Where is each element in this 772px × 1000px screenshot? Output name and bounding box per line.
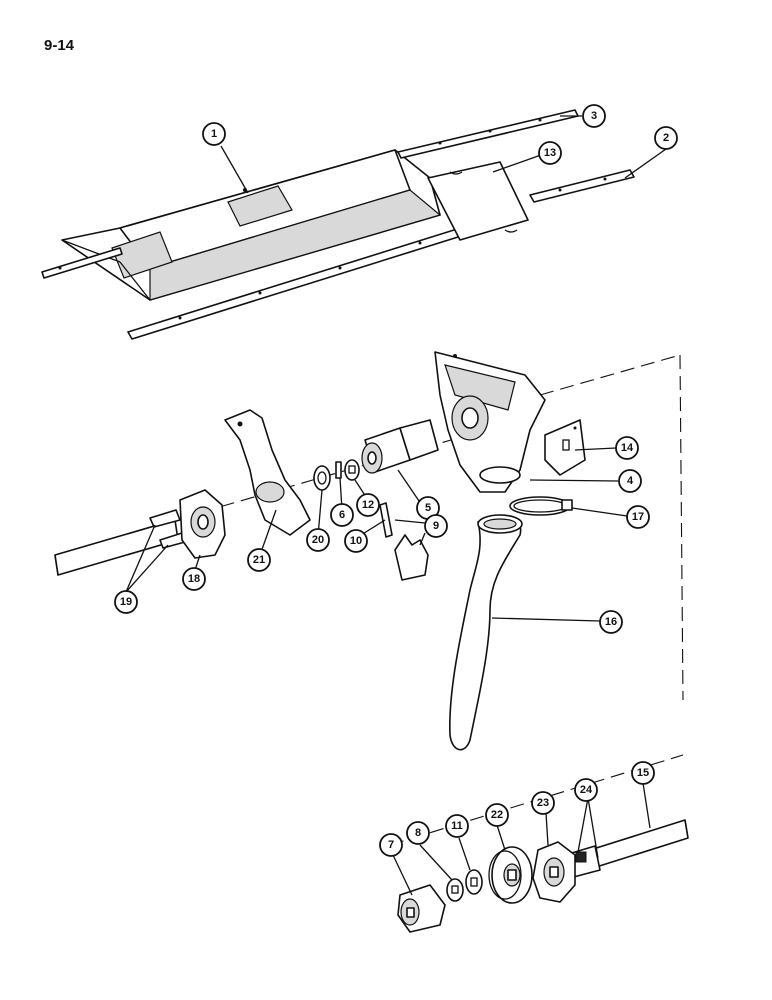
callout-4: 4 xyxy=(618,469,642,493)
callout-7: 7 xyxy=(379,833,403,857)
strip-part-2 xyxy=(529,169,635,203)
hose-clamp-part-17 xyxy=(509,496,573,516)
shaft-left xyxy=(54,519,179,576)
callout-16: 16 xyxy=(599,610,623,634)
callout-8: 8 xyxy=(406,821,430,845)
washer-part-11 xyxy=(465,869,483,895)
svg-text:23: 23 xyxy=(537,797,549,809)
cover-assembly-part-1 xyxy=(61,149,442,301)
pulley-part-22 xyxy=(488,846,533,904)
page-number: 9-14 xyxy=(44,37,75,54)
svg-text:16: 16 xyxy=(605,616,617,628)
callout-13: 13 xyxy=(538,141,562,165)
hub-part-5 xyxy=(361,419,439,474)
sprocket-part-23 xyxy=(532,841,576,903)
callout-21: 21 xyxy=(247,548,271,572)
washer-part-8 xyxy=(446,878,464,902)
callout-9: 9 xyxy=(424,514,448,538)
svg-text:15: 15 xyxy=(637,767,649,779)
callout-17: 17 xyxy=(626,505,650,529)
callout-12: 12 xyxy=(356,493,380,517)
discharge-spout-part-16 xyxy=(449,514,523,751)
svg-text:22: 22 xyxy=(491,809,503,821)
callout-15: 15 xyxy=(631,761,655,785)
svg-text:12: 12 xyxy=(362,499,374,511)
bracket-part-21 xyxy=(224,409,311,536)
svg-text:4: 4 xyxy=(627,475,634,487)
svg-text:5: 5 xyxy=(425,502,431,514)
svg-text:18: 18 xyxy=(188,573,200,585)
svg-text:1: 1 xyxy=(211,128,217,140)
svg-text:3: 3 xyxy=(591,110,597,122)
key-part-6 xyxy=(335,461,342,479)
callout-19: 19 xyxy=(114,590,138,614)
svg-text:13: 13 xyxy=(544,147,556,159)
callout-2: 2 xyxy=(654,126,678,150)
svg-text:20: 20 xyxy=(312,534,324,546)
sprocket-part-18 xyxy=(179,489,226,559)
svg-text:8: 8 xyxy=(415,827,421,839)
callout-22: 22 xyxy=(485,803,509,827)
leader-lines xyxy=(125,115,667,896)
svg-text:11: 11 xyxy=(451,820,463,832)
callout-3: 3 xyxy=(582,104,606,128)
callout-10: 10 xyxy=(344,529,368,553)
svg-text:24: 24 xyxy=(580,784,593,796)
hub-part-7 xyxy=(397,884,446,933)
callout-23: 23 xyxy=(531,791,555,815)
svg-text:6: 6 xyxy=(339,509,345,521)
pin-part-10 xyxy=(379,502,393,538)
svg-text:19: 19 xyxy=(120,596,132,608)
callout-20: 20 xyxy=(306,528,330,552)
svg-text:7: 7 xyxy=(388,839,394,851)
deflector-part-14 xyxy=(544,419,586,476)
panel-part-13 xyxy=(427,161,529,241)
washer-part-20 xyxy=(313,465,331,491)
svg-text:14: 14 xyxy=(621,442,634,454)
svg-text:17: 17 xyxy=(632,511,644,523)
callout-6: 6 xyxy=(330,503,354,527)
callout-11: 11 xyxy=(445,814,469,838)
gearbox-housing xyxy=(434,351,546,493)
svg-text:9: 9 xyxy=(433,520,439,532)
shaft-part-15 xyxy=(589,819,689,869)
callout-18: 18 xyxy=(182,567,206,591)
svg-text:2: 2 xyxy=(663,132,669,144)
svg-text:10: 10 xyxy=(350,535,362,547)
clamp-part-19 xyxy=(149,509,186,549)
callout-14: 14 xyxy=(615,436,639,460)
svg-text:21: 21 xyxy=(253,554,265,566)
washer-part-12 xyxy=(344,459,360,481)
callout-1: 1 xyxy=(202,122,226,146)
shear-bolt-part-9 xyxy=(394,534,429,581)
callout-24: 24 xyxy=(574,778,598,802)
group-outline xyxy=(539,354,681,396)
